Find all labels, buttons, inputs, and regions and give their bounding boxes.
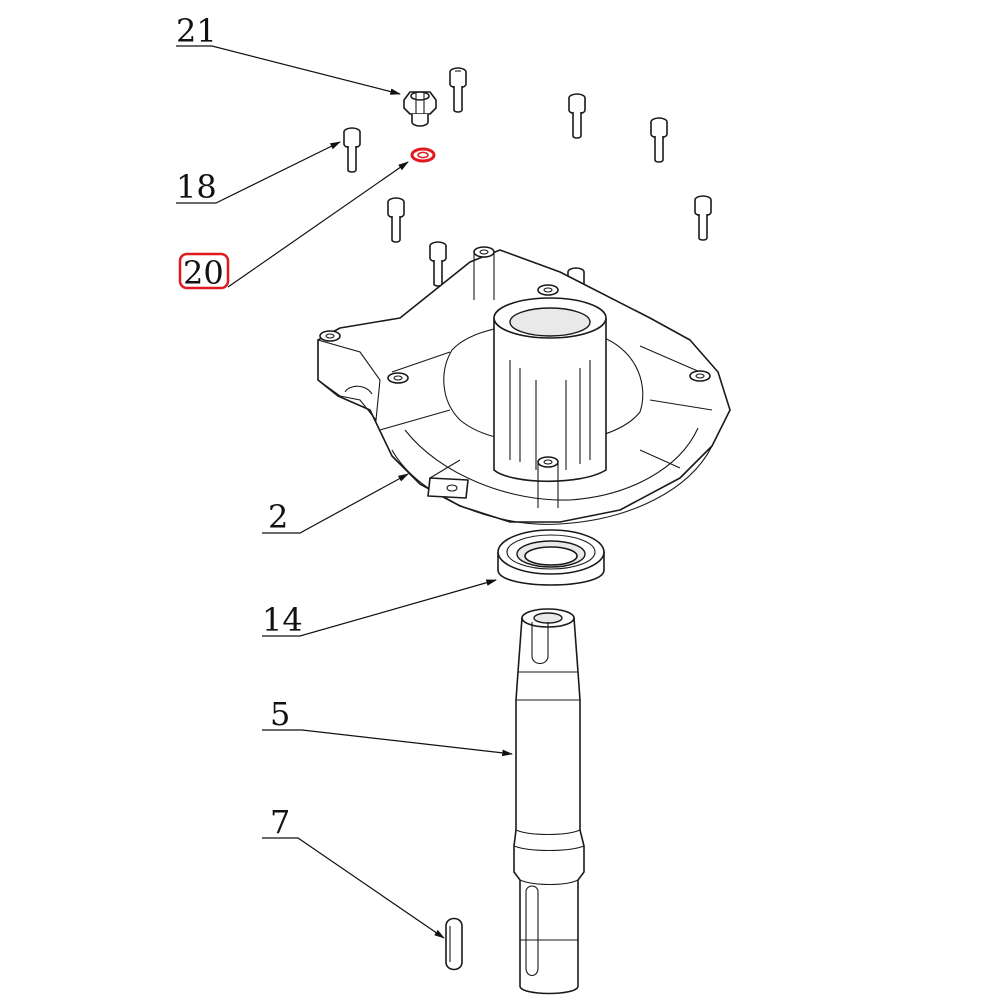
bolt[interactable] <box>650 117 668 163</box>
callout-5: 5 <box>270 695 290 733</box>
callout-18: 18 <box>176 168 217 206</box>
housing-part[interactable] <box>317 246 731 525</box>
bolt[interactable] <box>387 197 405 243</box>
mounting-ear <box>427 477 469 499</box>
leader-2 <box>262 473 409 534</box>
mounting-ear <box>537 284 559 296</box>
callout-7: 7 <box>270 803 290 841</box>
key-part[interactable] <box>445 917 463 971</box>
mounting-ear <box>473 246 495 300</box>
callout-20-highlight: 20 <box>178 252 230 292</box>
bolt-group <box>343 67 712 313</box>
shaft-part[interactable] <box>513 608 585 995</box>
leader-lines <box>176 45 514 939</box>
mounting-ear <box>689 370 711 382</box>
leader-7 <box>262 837 445 939</box>
callout-20: 20 <box>183 254 224 292</box>
leader-5 <box>262 729 514 757</box>
callout-labels: 21 18 20 2 14 5 7 <box>176 12 303 841</box>
mounting-ear <box>319 330 341 342</box>
mounting-ear <box>387 372 409 384</box>
bolt[interactable] <box>694 195 712 241</box>
leader-18 <box>176 141 341 204</box>
bolt[interactable] <box>343 127 361 173</box>
washer-part[interactable] <box>410 147 436 163</box>
plug-part[interactable] <box>403 91 437 127</box>
bolt[interactable] <box>429 241 447 287</box>
leader-20 <box>227 161 409 288</box>
callout-21: 21 <box>176 12 217 50</box>
bearing-part[interactable] <box>497 529 605 586</box>
callout-14: 14 <box>262 601 303 639</box>
bolt[interactable] <box>568 93 586 139</box>
callout-2: 2 <box>268 498 288 536</box>
leader-21 <box>176 45 402 95</box>
leader-14 <box>262 579 498 637</box>
bolt[interactable] <box>449 67 467 113</box>
mounting-ear <box>537 456 559 508</box>
